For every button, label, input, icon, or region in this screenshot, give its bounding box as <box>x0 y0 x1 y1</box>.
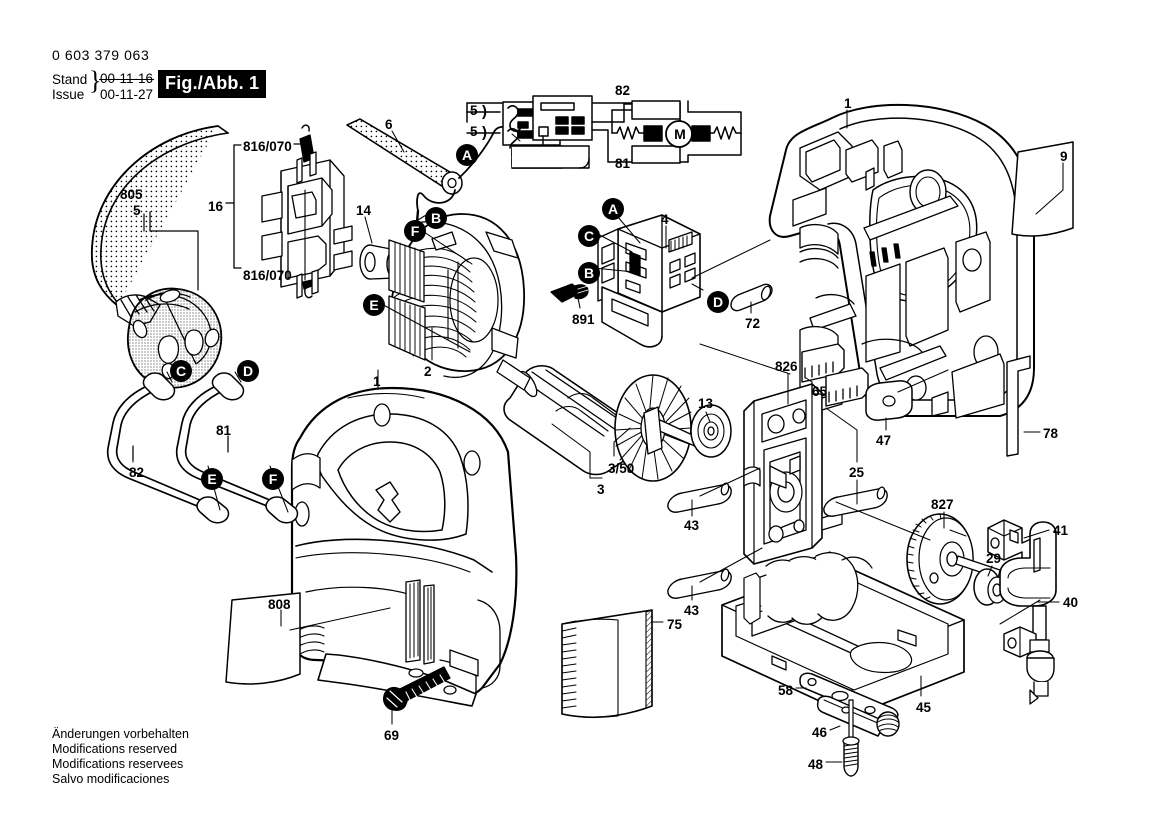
figure-label: Fig./Abb. 1 <box>158 70 267 98</box>
part-callout-48: 48 <box>808 757 824 772</box>
wiring-schematic <box>466 95 742 169</box>
rubber-pad-47 <box>865 380 913 421</box>
part-callout-13: 13 <box>698 396 714 411</box>
date-brace: } <box>89 66 102 95</box>
plunger-40 <box>999 521 1057 705</box>
part-callout-41: 41 <box>1053 523 1069 538</box>
pin-43-upper <box>667 482 732 513</box>
connection-node-a: A <box>456 144 478 166</box>
footer-line-fr: Modifications reservees <box>52 757 184 771</box>
part-callout-826: 826 <box>775 359 798 374</box>
part-callout-43: 43 <box>684 603 700 618</box>
suppressor-part <box>346 118 521 224</box>
part-callout-3-50: 3/50 <box>608 461 635 476</box>
pin-72 <box>730 283 773 312</box>
connection-node-d: D <box>237 360 259 382</box>
part-callout-82: 82 <box>129 465 145 480</box>
connection-node-f: F <box>262 468 284 490</box>
screw-69 <box>383 666 451 711</box>
roller-end <box>876 711 900 737</box>
part-callout-1: 1 <box>373 374 381 389</box>
part-callout-14: 14 <box>356 203 372 218</box>
stator-field-2 <box>388 213 525 378</box>
leader-lines <box>132 109 1064 763</box>
part-callout-816-070: 816/070 <box>243 139 292 154</box>
part-callout-2: 2 <box>424 364 432 379</box>
part-callout-72: 72 <box>745 316 761 331</box>
date-current: 00-11-27 <box>100 87 154 102</box>
part-callout-816-070: 816/070 <box>243 268 292 283</box>
part-callout-1: 1 <box>844 96 852 111</box>
hex-key-78 <box>1006 355 1031 457</box>
part-callout-75: 75 <box>667 617 683 632</box>
footer-line-es: Salvo modificaciones <box>52 772 170 786</box>
schematic-terminal-top: 5 <box>470 103 478 118</box>
part-callout-81: 81 <box>216 423 232 438</box>
gearbox-plate-826 <box>743 383 843 565</box>
part-callout-5: 5 <box>133 203 141 218</box>
part-callout-58: 58 <box>778 683 794 698</box>
screw-48 <box>842 699 860 777</box>
part-callout-47: 47 <box>876 433 892 448</box>
brush-holders-65 <box>801 343 869 407</box>
part-callout-891: 891 <box>572 312 595 327</box>
connection-node-a: A <box>602 198 624 220</box>
part-callout-808: 808 <box>268 597 291 612</box>
part-callout-43: 43 <box>684 518 700 533</box>
cover-75 <box>561 609 653 719</box>
part-number: 0 603 379 063 <box>52 47 150 63</box>
connection-node-e: E <box>363 294 385 316</box>
footer-line-de: Änderungen vorbehalten <box>52 727 189 741</box>
guide-block-41 <box>987 519 1039 564</box>
connection-node-d: D <box>707 291 729 313</box>
part-callout-827: 827 <box>931 497 954 512</box>
part-callout-65: 65 <box>812 384 828 399</box>
switch-block-4 <box>597 214 701 348</box>
armature-3 <box>496 359 713 482</box>
stand-label: Stand <box>52 72 88 87</box>
schematic-paren-bottom: ) <box>482 124 487 141</box>
schematic-terminal-bottom: 5 <box>470 124 478 139</box>
cable-81 <box>175 372 299 524</box>
pin-25 <box>823 486 888 517</box>
footer-line-en: Modifications reserved <box>52 742 178 756</box>
gear-827 <box>906 513 1001 605</box>
power-cord-part <box>91 125 229 389</box>
part-callout-29: 29 <box>986 551 1002 566</box>
tool-body-1 <box>290 386 518 707</box>
connection-node-b: B <box>578 262 600 284</box>
part-callout-9: 9 <box>1060 149 1068 164</box>
part-callout-45: 45 <box>916 700 932 715</box>
connection-node-f: F <box>404 220 426 242</box>
schematic-motor-label: M <box>674 126 686 142</box>
pin-43-lower <box>667 568 732 599</box>
connection-node-b: B <box>425 207 447 229</box>
part-callout-6: 6 <box>385 117 393 132</box>
part-callout-69: 69 <box>384 728 400 743</box>
connection-node-c: C <box>170 360 192 382</box>
connection-node-e: E <box>201 468 223 490</box>
cable-82 <box>106 372 230 524</box>
schematic-wire-81-label: 81 <box>615 156 631 171</box>
base-plate-45 <box>721 551 965 717</box>
issue-label: Issue <box>52 87 85 102</box>
part-callout-46: 46 <box>812 725 828 740</box>
schematic-wire-82-label: 82 <box>615 83 631 98</box>
connection-node-c: C <box>578 225 600 247</box>
part-callout-16: 16 <box>208 199 224 214</box>
washer-13 <box>690 404 732 458</box>
part-callout-25: 25 <box>849 465 865 480</box>
pad-9 <box>1011 141 1074 237</box>
part-callout-40: 40 <box>1063 595 1079 610</box>
part-callout-805: 805 <box>120 187 143 202</box>
part-callout-3: 3 <box>597 482 605 497</box>
date-superseded: 00-11-16 <box>98 71 155 86</box>
screw-891 <box>550 278 589 303</box>
part-callout-78: 78 <box>1043 426 1059 441</box>
field-bracket-group <box>225 124 353 299</box>
schematic-paren-top: ) <box>482 103 487 120</box>
part-callout-4: 4 <box>661 212 669 227</box>
